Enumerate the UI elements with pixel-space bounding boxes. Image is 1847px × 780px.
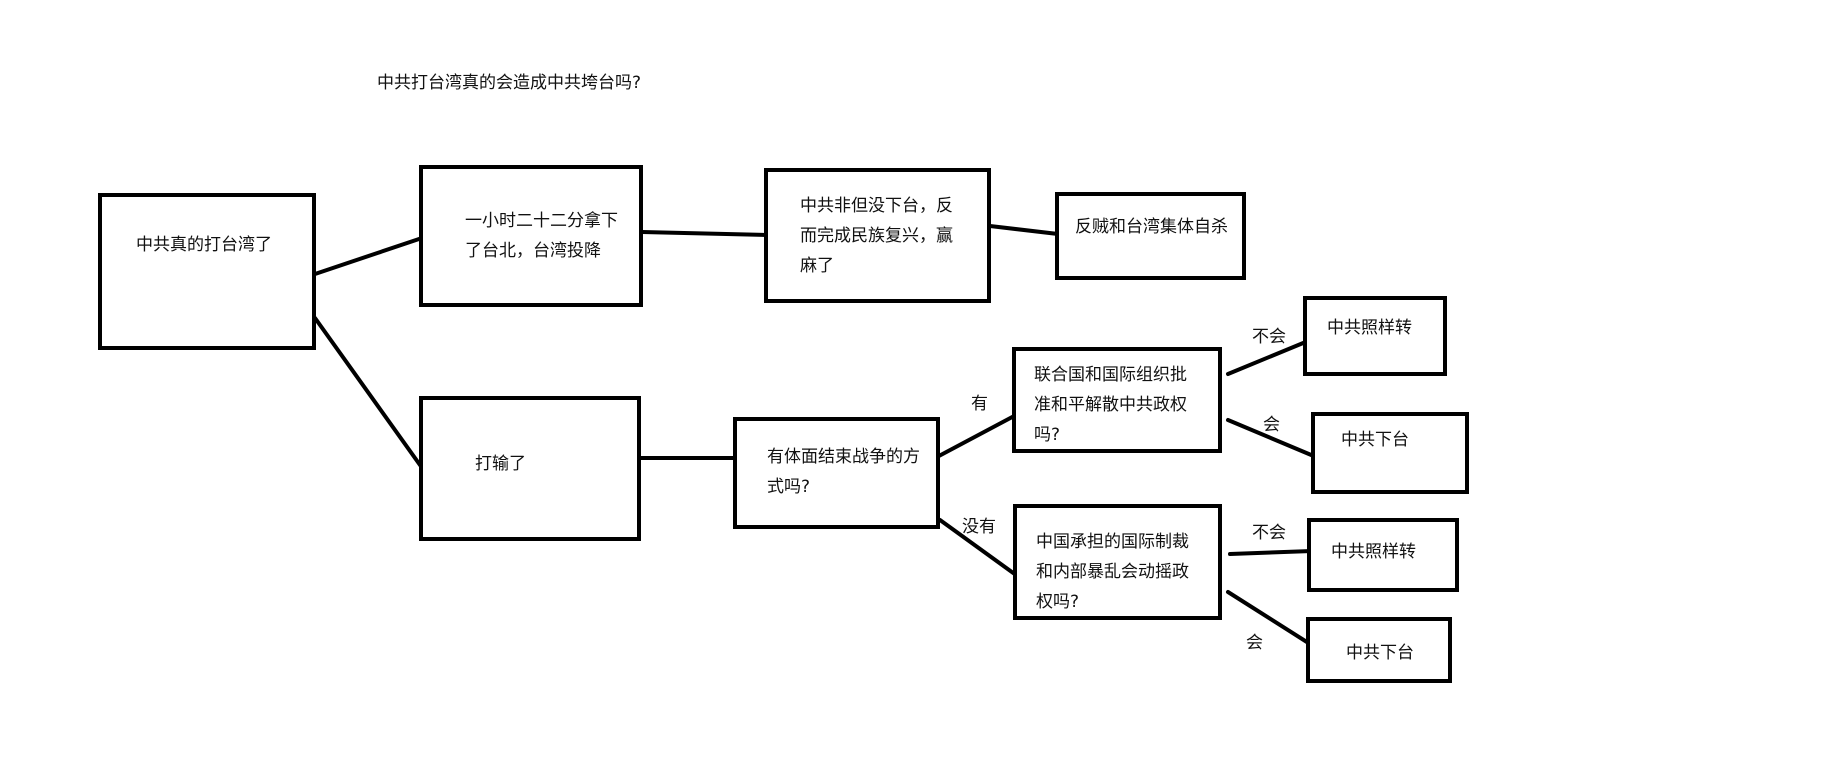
- node-ccp-continues-1-label: 中共照样转: [1327, 318, 1412, 338]
- edge-sanctions-to-falls: [1226, 590, 1312, 646]
- node-ccp-falls-1-label: 中共下台: [1341, 430, 1409, 450]
- node-ccp-continues-1: 中共照样转: [1303, 296, 1447, 376]
- edge-label-wont-1: 不会: [1252, 327, 1286, 347]
- edge-revival-to-reactionary: [988, 224, 1060, 236]
- node-graceful-end: 有体面结束战争的方 式吗?: [733, 417, 940, 529]
- node-ccp-continues-2: 中共照样转: [1307, 518, 1459, 592]
- edge-root-to-lose: [313, 316, 427, 474]
- node-ccp-falls-2-label: 中共下台: [1346, 643, 1414, 663]
- node-ccp-falls-1: 中共下台: [1311, 412, 1469, 494]
- edge-un-to-continues: [1226, 339, 1310, 376]
- edge-graceful-to-un: [935, 413, 1018, 459]
- node-lose-label: 打输了: [475, 454, 526, 474]
- node-reactionary-label: 反贼和台湾集体自杀: [1075, 217, 1228, 237]
- node-ccp-falls-2: 中共下台: [1306, 617, 1452, 683]
- node-sanctions: 中国承担的国际制裁 和内部暴乱会动摇政 权吗?: [1013, 504, 1222, 620]
- edge-un-to-falls: [1226, 418, 1318, 459]
- edge-label-no: 没有: [962, 517, 996, 537]
- node-un-dissolve: 联合国和国际组织批 准和平解散中共政权 吗?: [1012, 347, 1222, 453]
- node-reactionary: 反贼和台湾集体自杀: [1055, 192, 1246, 280]
- edge-label-will-2: 会: [1246, 633, 1263, 653]
- node-root-label: 中共真的打台湾了: [136, 235, 272, 255]
- edge-win-fast-to-revival: [640, 230, 769, 237]
- node-win-revival-label: 中共非但没下台，反 而完成民族复兴，赢 麻了: [800, 196, 953, 276]
- node-win-fast-label: 一小时二十二分拿下 了台北，台湾投降: [465, 211, 618, 261]
- node-un-dissolve-label: 联合国和国际组织批 准和平解散中共政权 吗?: [1034, 365, 1187, 445]
- node-sanctions-label: 中国承担的国际制裁 和内部暴乱会动摇政 权吗?: [1036, 532, 1189, 612]
- edge-label-will-1: 会: [1263, 415, 1280, 435]
- node-win-revival: 中共非但没下台，反 而完成民族复兴，赢 麻了: [764, 168, 991, 303]
- edge-sanctions-to-continues: [1228, 549, 1314, 556]
- node-lose: 打输了: [419, 396, 641, 541]
- node-root: 中共真的打台湾了: [98, 193, 316, 350]
- edge-root-to-win-fast: [313, 236, 424, 276]
- diagram-title: 中共打台湾真的会造成中共垮台吗?: [377, 73, 642, 93]
- edge-graceful-to-sanctions: [938, 518, 1018, 577]
- node-ccp-continues-2-label: 中共照样转: [1331, 542, 1416, 562]
- edge-label-wont-2: 不会: [1252, 523, 1286, 543]
- node-win-fast: 一小时二十二分拿下 了台北，台湾投降: [419, 165, 643, 307]
- edge-label-yes: 有: [971, 394, 988, 414]
- node-graceful-end-label: 有体面结束战争的方 式吗?: [767, 447, 920, 497]
